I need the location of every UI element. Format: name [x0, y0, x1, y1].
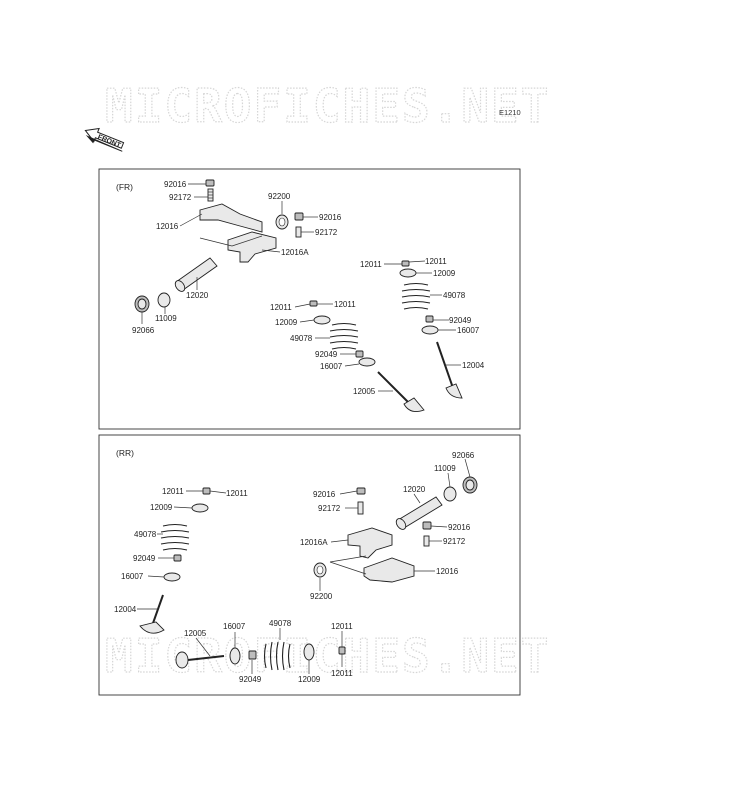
rr-label-92200: 92200 — [310, 592, 333, 601]
rr-label-12009-l: 12009 — [150, 503, 173, 512]
rr-label-12004: 12004 — [114, 605, 137, 614]
rr-label-12016a: 12016A — [300, 538, 328, 547]
panel-rr — [98, 434, 521, 696]
rr-label-92049-b: 92049 — [239, 675, 262, 684]
fr-label-12009-r: 12009 — [433, 269, 456, 278]
fr-label-12005: 12005 — [353, 387, 376, 396]
fr-label-12016: 12016 — [156, 222, 179, 231]
rr-label-16007-b: 16007 — [223, 622, 246, 631]
fr-label-92200: 92200 — [268, 192, 291, 201]
rr-label-92172-b: 92172 — [443, 537, 466, 546]
rr-label-92049-l: 92049 — [133, 554, 156, 563]
fr-label-92049-m: 92049 — [315, 350, 338, 359]
fr-label-92172-b: 92172 — [315, 228, 338, 237]
fr-label-11009: 11009 — [155, 314, 177, 323]
rr-label-92172-a: 92172 — [318, 504, 341, 513]
fr-label-92172-a: 92172 — [169, 193, 192, 202]
rr-rocker-assembly — [313, 476, 478, 583]
fr-label-12011-m1: 12011 — [270, 303, 292, 312]
rr-label-92016-b: 92016 — [448, 523, 471, 532]
panel-fr — [98, 168, 521, 430]
figure-code: E1210 — [499, 108, 521, 117]
rr-label-12020: 12020 — [403, 485, 426, 494]
fr-label-12009-m: 12009 — [275, 318, 298, 327]
rr-label-12011-b1: 12011 — [331, 622, 353, 631]
rr-label-12011-b2: 12011 — [331, 669, 353, 678]
panel-rr-label: (RR) — [116, 448, 134, 458]
fr-label-12020: 12020 — [186, 291, 209, 300]
rr-label-12005: 12005 — [184, 629, 207, 638]
rr-label-16007-l: 16007 — [121, 572, 144, 581]
rr-label-12011-l1: 12011 — [162, 487, 184, 496]
rr-label-92066: 92066 — [452, 451, 475, 460]
fr-label-16007-m: 16007 — [320, 362, 343, 371]
fr-valve-stack-intake — [309, 300, 425, 412]
fr-label-12004: 12004 — [462, 361, 485, 370]
rr-label-92016-a: 92016 — [313, 490, 336, 499]
watermark-bottom: MICROFICHES.NET — [105, 629, 550, 683]
panel-fr-label: (FR) — [116, 182, 133, 192]
fr-label-92049-r: 92049 — [449, 316, 472, 325]
fr-label-12011-r2: 12011 — [425, 257, 447, 266]
rr-label-12016: 12016 — [436, 567, 459, 576]
fr-label-92016-a: 92016 — [164, 180, 187, 189]
fr-label-12011-m2: 12011 — [334, 300, 356, 309]
fr-label-12016a: 12016A — [281, 248, 309, 257]
fr-label-49078-m: 49078 — [290, 334, 313, 343]
rr-label-49078-l: 49078 — [134, 530, 157, 539]
fr-label-92016-b: 92016 — [319, 213, 342, 222]
fr-label-92066: 92066 — [132, 326, 155, 335]
rr-label-12011-l2: 12011 — [226, 489, 248, 498]
rr-label-11009: 11009 — [434, 464, 456, 473]
fr-label-16007-r: 16007 — [457, 326, 480, 335]
fr-label-49078-r: 49078 — [443, 291, 466, 300]
fr-rocker-assembly — [134, 179, 304, 313]
fr-valve-stack-exhaust — [399, 260, 463, 399]
rr-label-49078-b: 49078 — [269, 619, 292, 628]
front-arrow-label: FRONT — [96, 134, 122, 150]
fr-label-12011-r1: 12011 — [360, 260, 382, 269]
rr-label-12009-b: 12009 — [298, 675, 321, 684]
watermark-top: MICROFICHES.NET — [105, 79, 550, 133]
